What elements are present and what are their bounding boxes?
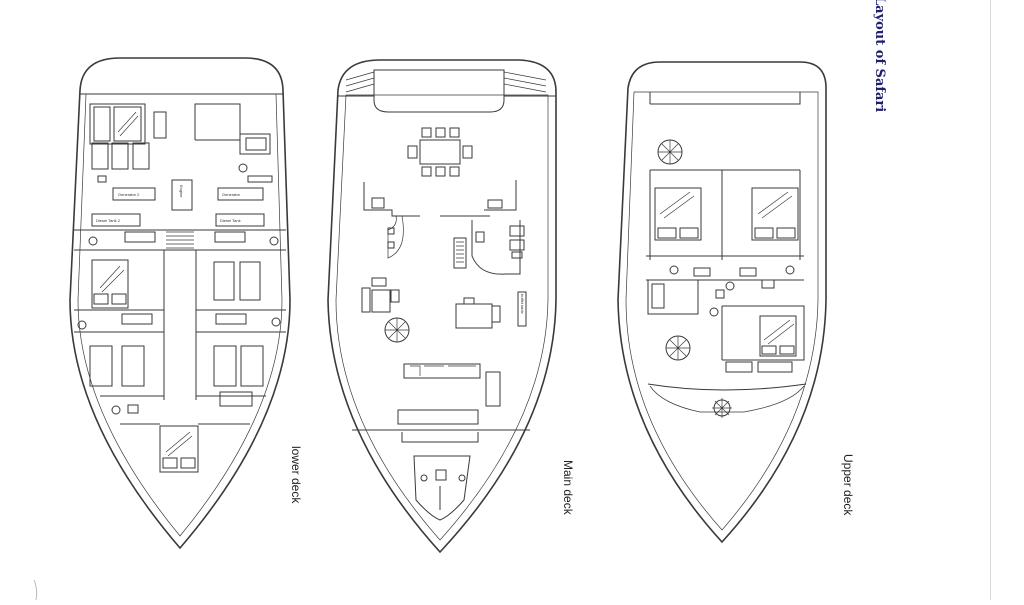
diesel-tank-right-label: Diesel Tank — [220, 218, 241, 223]
main-deck-label: Main deck — [561, 460, 575, 516]
lower-deck-hull — [69, 57, 291, 550]
generator-right-label: Generator — [222, 192, 241, 197]
lower-deck-plan: Generator 2 Engine Generator Diesel Tank… — [69, 57, 291, 550]
lower-deck-label: lower deck — [289, 446, 303, 504]
main-deck-plan: buffet table — [327, 59, 557, 554]
buffet-label: buffet table — [520, 294, 525, 314]
margin-mark — [33, 579, 38, 601]
upper-deck-label: Upper deck — [841, 454, 855, 516]
upper-deck-hull — [617, 61, 827, 544]
engine-label: Engine — [179, 185, 184, 198]
diesel-tank-left-label: Diesel Tank 2 — [96, 218, 121, 223]
generator-left-label: Generator 2 — [118, 192, 140, 197]
main-deck-hull — [327, 59, 557, 554]
upper-deck-plan — [617, 61, 827, 544]
page-title: Layout of Safari — [872, 0, 887, 112]
page-edge — [990, 0, 991, 600]
